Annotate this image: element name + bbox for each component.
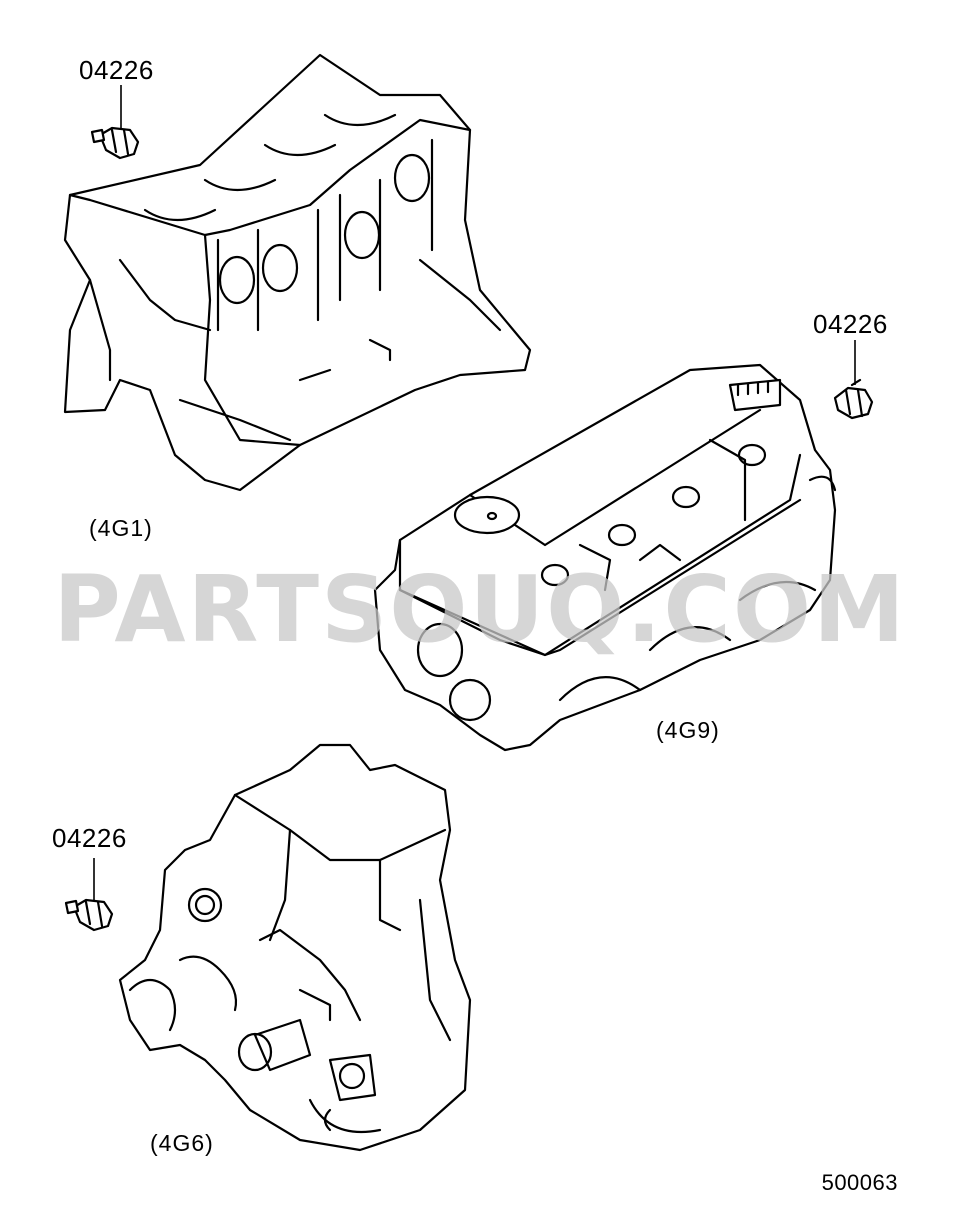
engine-block-4g6-drawing xyxy=(118,743,472,1152)
part-number-bottom-left[interactable]: 04226 xyxy=(52,823,127,853)
watermark-text: PARTSOUQ.COM xyxy=(53,556,907,663)
engine-label-4g6: (4G6) xyxy=(150,1130,214,1156)
engine-block-4g1-drawing xyxy=(63,53,532,492)
part-number-top-left[interactable]: 04226 xyxy=(79,55,154,85)
engine-label-4g9: (4G9) xyxy=(656,717,720,743)
engine-label-4g1: (4G1) xyxy=(89,515,153,541)
sensor-part-bottom-left-drawing xyxy=(64,858,114,932)
engine-head-4g9-drawing xyxy=(373,363,837,752)
part-number-right[interactable]: 04226 xyxy=(813,309,888,339)
diagram-reference-number: 500063 xyxy=(821,1170,898,1195)
sensor-part-top-left-drawing xyxy=(90,85,140,160)
sensor-part-right-drawing xyxy=(833,340,874,420)
